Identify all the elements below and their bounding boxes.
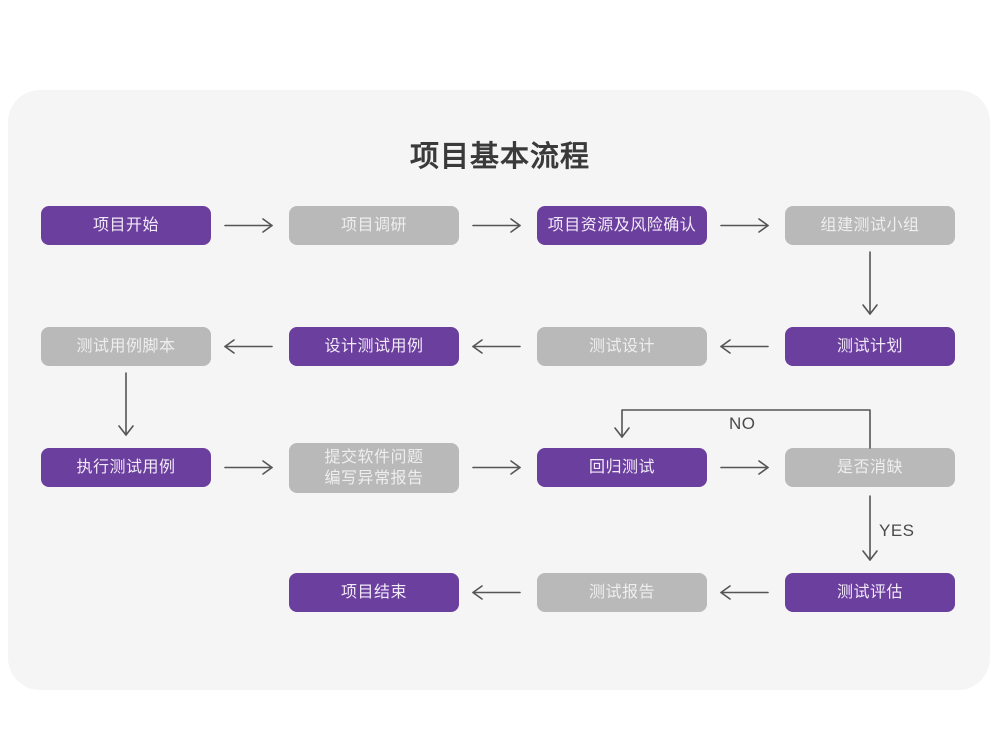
node-design-test-case[interactable]: 设计测试用例: [289, 327, 459, 366]
node-project-research[interactable]: 项目调研: [289, 206, 459, 245]
page-title: 项目基本流程: [409, 141, 590, 173]
edge-label-yes: YES: [879, 521, 915, 540]
node-build-test-team[interactable]: 组建测试小组: [785, 206, 955, 245]
node-test-case-script[interactable]: 测试用例脚本: [41, 327, 211, 366]
node-test-evaluation[interactable]: 测试评估: [785, 573, 955, 612]
node-project-start[interactable]: 项目开始: [41, 206, 211, 245]
node-test-plan[interactable]: 测试计划: [785, 327, 955, 366]
node-resource-risk-confirm[interactable]: 项目资源及风险确认: [537, 206, 707, 245]
node-test-design[interactable]: 测试设计: [537, 327, 707, 366]
node-test-report[interactable]: 测试报告: [537, 573, 707, 612]
node-regression-test[interactable]: 回归测试: [537, 448, 707, 487]
node-submit-issue-report[interactable]: 提交软件问题 编写异常报告: [289, 443, 459, 493]
node-project-end[interactable]: 项目结束: [289, 573, 459, 612]
node-execute-test-case[interactable]: 执行测试用例: [41, 448, 211, 487]
edge-label-no: NO: [729, 414, 756, 433]
node-defect-cleared[interactable]: 是否消缺: [785, 448, 955, 487]
